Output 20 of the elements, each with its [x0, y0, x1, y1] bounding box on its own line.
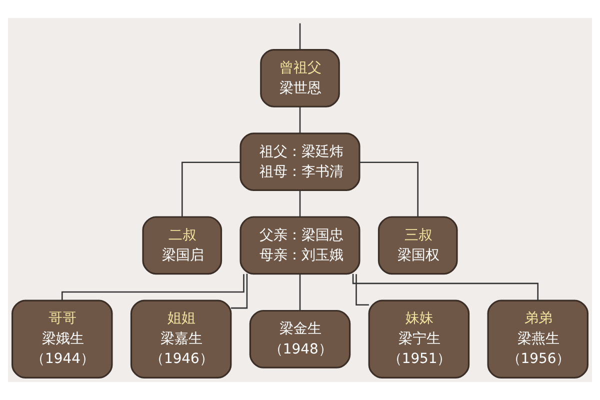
node-box: 祖父：梁廷炜 祖母：李书清 [240, 132, 360, 191]
connector [231, 274, 248, 309]
node-box: 姐姐 梁嘉生 （1946） [130, 300, 232, 379]
connector [182, 162, 240, 217]
node-box: 父亲：梁国忠 母亲：刘玉娥 [240, 216, 360, 275]
connector [360, 162, 418, 217]
node-box: 曾祖父 梁世恩 [260, 49, 340, 108]
connector [352, 274, 538, 300]
connector [299, 190, 301, 217]
connector [299, 23, 301, 50]
connector [299, 107, 301, 134]
node-box: 三叔 梁国权 [378, 216, 458, 275]
node-box: 梁金生 （1948） [249, 310, 351, 368]
node-box: 二叔 梁国启 [142, 216, 222, 275]
connector [299, 274, 301, 311]
node-box: 弟弟 梁燕生 （1956） [487, 300, 588, 379]
connector [356, 274, 369, 306]
node-box: 哥哥 梁娥生 （1944） [12, 300, 113, 379]
node-box: 妹妹 梁宁生 （1951） [368, 300, 470, 379]
connector [62, 274, 244, 300]
